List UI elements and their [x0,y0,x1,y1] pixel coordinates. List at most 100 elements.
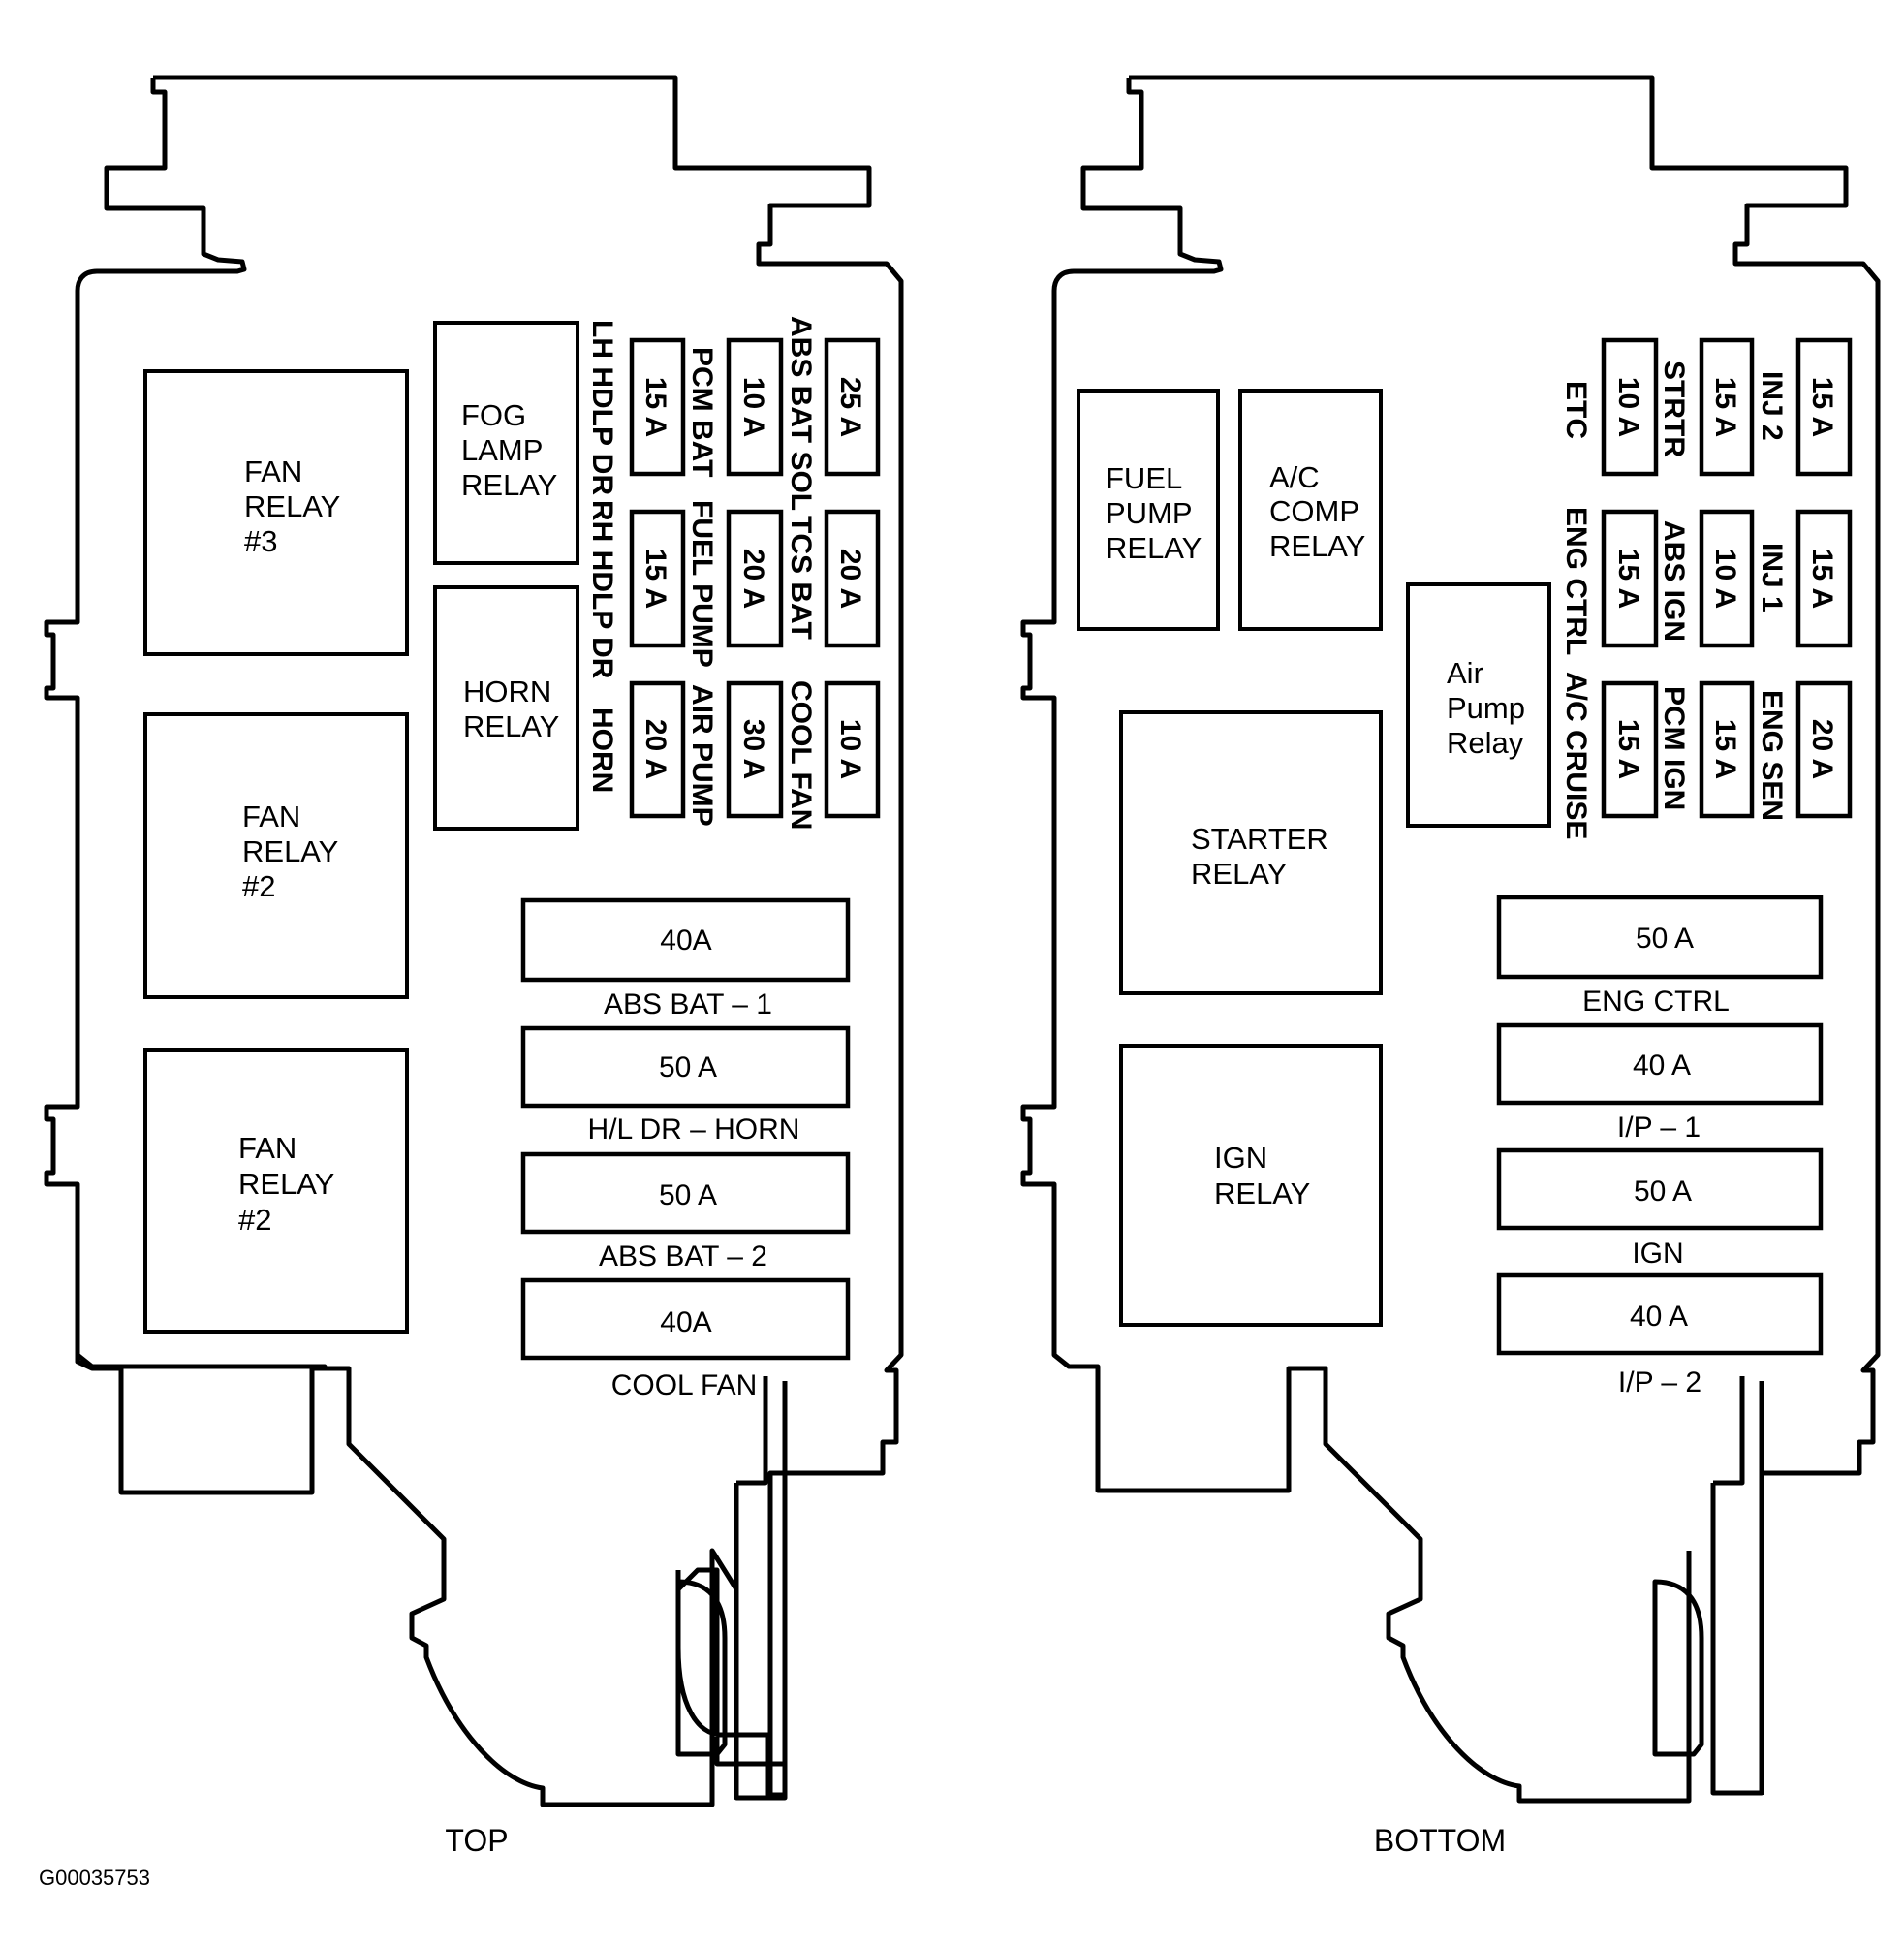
relay-label: Air [1447,656,1483,690]
fuse-inj-2[interactable]: 15 A INJ 2 [1756,337,1853,477]
relay-label: FUEL [1106,461,1182,495]
fuse-label: ENG CTRL [1560,507,1592,655]
relay-label: RELAY [1269,529,1365,563]
fuse-rating: 10 A [737,377,769,437]
maxi-fuse-label: ABS BAT – 2 [599,1241,767,1272]
maxi-fuse-rating: 40A [660,925,711,957]
top-caption: TOP [445,1823,508,1858]
fuse-eng-sen[interactable]: 20 A ENG SEN [1756,680,1853,821]
maxi-fuse-cool-fan[interactable]: 40A COOL FAN [520,1277,851,1401]
fuse-rating: 15 A [1709,377,1741,437]
maxi-fuse-rating: 50 A [659,1179,717,1211]
fuse-abs-bat-sol[interactable]: 25 A ABS BAT SOL [785,316,881,511]
fuse-tcs-bat[interactable]: 20 A TCS BAT [785,509,881,648]
fuse-label: HORN [586,707,618,793]
maxi-fuse-rating: 50 A [1634,1176,1692,1208]
relay-label: RELAY [244,489,340,523]
relay-label: Pump [1447,691,1525,725]
relay-fan-2-upper[interactable]: FAN RELAY #2 [143,712,409,999]
fuse-air-pump[interactable]: 30 A AIR PUMP [686,680,784,827]
maxi-fuse-rating: 50 A [1636,923,1694,955]
relay-air-pump[interactable]: Air Pump Relay [1406,582,1551,828]
relay-label: #3 [244,524,277,558]
fuse-label: PCM IGN [1658,686,1690,810]
maxi-fuse-ign[interactable]: 50 A IGN [1496,1147,1824,1270]
fuse-label: ABS BAT SOL [785,316,817,511]
maxi-fuse-abs-bat-1[interactable]: 40A ABS BAT – 1 [520,897,851,1021]
relay-fan-3[interactable]: FAN RELAY #3 [143,369,409,656]
bottom-panel: FUEL PUMP RELAY A/C COMP RELAY Air Pump … [1020,75,1881,1858]
relay-label: FAN [238,1131,297,1165]
relay-label: #2 [242,869,275,903]
maxi-fuse-label: ENG CTRL [1582,986,1730,1018]
top-housing-lower [75,1352,739,1807]
fuse-label: COOL FAN [785,680,817,830]
maxi-fuse-ip-2[interactable]: 40 A I/P – 2 [1496,1272,1824,1398]
fuse-lh-hdlp-dr[interactable]: 15 A LH HDLP DR [586,320,686,495]
fuse-rating: 15 A [1612,549,1644,609]
fuse-label: AIR PUMP [686,684,718,827]
relay-label: RELAY [1106,531,1202,565]
relay-label: #2 [238,1203,271,1237]
fuse-rating: 15 A [1806,549,1838,609]
relay-label: COMP [1269,494,1359,528]
fuse-inj-1[interactable]: 15 A INJ 1 [1756,509,1853,648]
bottom-housing-rail [1710,1376,1764,1796]
fuse-rating: 20 A [834,549,866,609]
relay-label: STARTER [1191,822,1328,856]
fuse-abs-ign[interactable]: 10 A ABS IGN [1658,509,1755,648]
fuse-etc[interactable]: 10 A ETC [1560,337,1659,477]
maxi-fuse-rating: 40 A [1630,1301,1688,1333]
maxi-fuse-rating: 40 A [1633,1050,1691,1082]
fuse-label: ABS IGN [1658,520,1690,642]
fuse-strtr[interactable]: 15 A STRTR [1658,337,1755,477]
relay-label: RELAY [238,1167,334,1201]
bottom-caption: BOTTOM [1374,1823,1506,1858]
relay-label: LAMP [461,433,543,467]
maxi-fuse-eng-ctrl[interactable]: 50 A ENG CTRL [1496,895,1824,1018]
fuse-pcm-bat[interactable]: 10 A PCM BAT [686,337,784,477]
fuse-rating: 30 A [737,719,769,779]
relay-starter[interactable]: STARTER RELAY [1119,710,1383,995]
maxi-fuse-abs-bat-2[interactable]: 50 A ABS BAT – 2 [520,1151,851,1272]
fuse-fuel-pump[interactable]: 20 A FUEL PUMP [686,500,784,668]
relay-label: PUMP [1106,496,1193,530]
relay-fuel-pump[interactable]: FUEL PUMP RELAY [1077,389,1220,631]
fuse-label: INJ 1 [1756,543,1788,613]
bottom-housing-lower [1095,1364,1692,1804]
relay-label: Relay [1447,726,1524,760]
fuse-label: INJ 2 [1756,371,1788,441]
maxi-fuse-hl-dr-horn[interactable]: 50 A H/L DR – HORN [520,1025,851,1146]
relay-label: FAN [244,455,302,488]
fuse-rating: 15 A [1806,377,1838,437]
fuse-label: FUEL PUMP [686,500,718,668]
fuse-label: A/C CRUISE [1560,672,1592,839]
fuse-eng-ctrl[interactable]: 15 A ENG CTRL [1560,507,1659,655]
relay-label: RELAY [242,834,338,868]
relay-label: FOG [461,398,526,432]
fuse-label: RH HDLP DR [586,500,618,679]
fuse-cool-fan[interactable]: 10 A COOL FAN [785,680,881,830]
relay-fog-lamp[interactable]: FOG LAMP RELAY [433,321,579,565]
relay-ign[interactable]: IGN RELAY [1119,1044,1383,1327]
fuse-rating: 20 A [737,549,769,609]
maxi-fuse-label: COOL FAN [611,1369,758,1401]
fuse-label: LH HDLP DR [586,320,618,495]
fuse-rating: 15 A [640,549,671,609]
relay-label: RELAY [1191,857,1287,891]
fuse-ac-cruise[interactable]: 15 A A/C CRUISE [1560,672,1659,839]
maxi-fuse-ip-1[interactable]: 40 A I/P – 1 [1496,1022,1824,1144]
relay-horn[interactable]: HORN RELAY [433,585,579,831]
fuse-horn[interactable]: 20 A HORN [586,680,686,819]
relay-fan-2-lower[interactable]: FAN RELAY #2 [143,1048,409,1334]
relay-ac-comp[interactable]: A/C COMP RELAY [1238,389,1383,631]
bottom-housing-outline [1020,75,1881,1795]
bottom-housing-clip [1652,1579,1704,1757]
relay-label: HORN [463,675,551,708]
fuse-pcm-ign[interactable]: 15 A PCM IGN [1658,680,1755,819]
fuse-rating: 20 A [640,719,671,779]
fuse-rating: 10 A [1612,377,1644,437]
relay-label: IGN [1214,1141,1267,1175]
fuse-rh-hdlp-dr[interactable]: 15 A RH HDLP DR [586,500,686,679]
